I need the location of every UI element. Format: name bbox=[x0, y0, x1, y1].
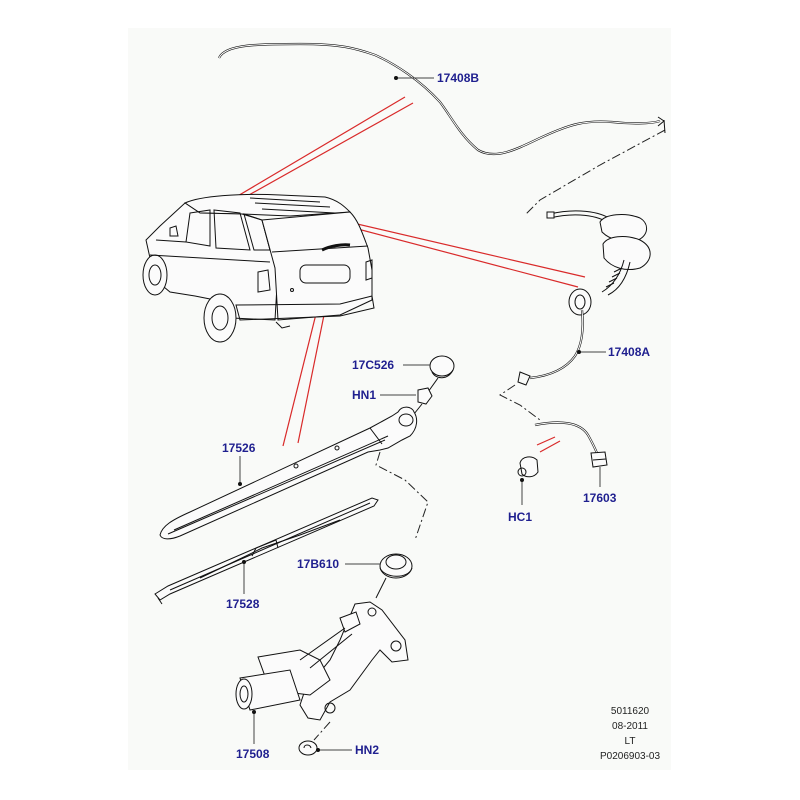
callout-label-hn2: HN2 bbox=[355, 743, 380, 757]
illustration-id: P0206903-03 bbox=[599, 751, 661, 762]
callout-label-17508: 17508 bbox=[236, 747, 270, 761]
callout-label-17603: 17603 bbox=[583, 491, 617, 505]
assembly-line-hose-jet bbox=[499, 384, 541, 421]
nut-hn1 bbox=[417, 387, 433, 405]
clip-hc1 bbox=[517, 456, 539, 478]
vehicle-illustration bbox=[142, 193, 375, 343]
assembly-line-arm-motor bbox=[375, 451, 429, 541]
callout-label-17b610: 17B610 bbox=[297, 557, 340, 571]
cap-17c526 bbox=[429, 355, 455, 379]
assembly-line-hose-connector bbox=[524, 129, 666, 216]
callout-label-17526: 17526 bbox=[222, 441, 256, 455]
callout-label-17528: 17528 bbox=[226, 597, 260, 611]
reference-number: 5011620 bbox=[610, 706, 650, 717]
nut-hn2 bbox=[298, 740, 318, 756]
callout-label-17c526: 17C526 bbox=[352, 358, 395, 372]
washer-hose-17408b bbox=[217, 42, 665, 156]
reference-date: 08-2011 bbox=[612, 721, 648, 732]
diagram-reference-block: 5011620 08-2011 LT P0206903-03 bbox=[580, 704, 680, 764]
wiper-motor-17508 bbox=[235, 601, 409, 721]
assembly-line-motor-nut bbox=[313, 721, 331, 741]
callout-label-hc1: HC1 bbox=[508, 510, 533, 524]
washer-hose-17408a bbox=[517, 210, 651, 386]
wiper-blade-17528 bbox=[154, 497, 379, 605]
wiper-arm-17526 bbox=[159, 406, 418, 540]
callout-label-hn1: HN1 bbox=[352, 388, 377, 402]
reference-code: LT bbox=[624, 736, 636, 747]
callout-label-17408a: 17408A bbox=[608, 345, 651, 359]
callout-label-17408b: 17408B bbox=[437, 71, 480, 85]
grommet-17b610 bbox=[379, 553, 413, 579]
washer-hose-17603 bbox=[534, 421, 608, 468]
